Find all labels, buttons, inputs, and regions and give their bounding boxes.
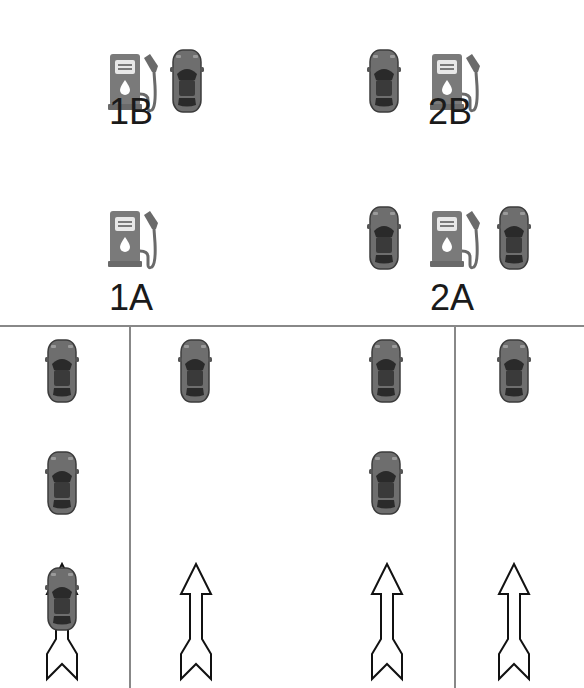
pump-label: 1B	[109, 92, 153, 132]
pump-label: 1A	[109, 278, 153, 318]
pump-label: 2B	[428, 92, 472, 132]
pump-label: 2A	[430, 278, 474, 318]
